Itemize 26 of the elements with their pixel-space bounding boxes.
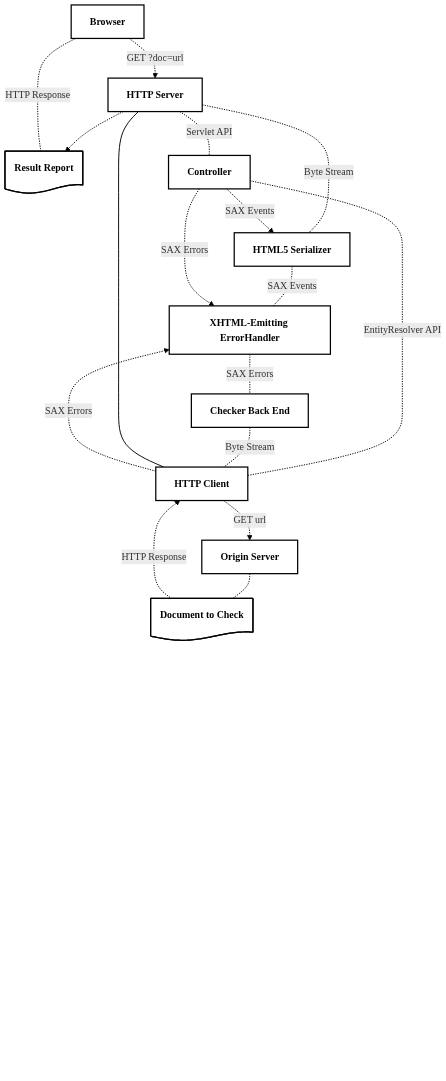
node-box: HTTP Server [107,77,203,113]
edge-label: SAX Events [225,205,275,217]
node-box: Origin Server [201,539,299,575]
edge-label: EntityResolver API [363,324,442,336]
edge-label: SAX Errors [226,368,274,380]
edge-label: HTTP Response [121,551,187,562]
node-box: Checker Back End [190,393,309,428]
connector [247,180,403,476]
connector [249,353,251,395]
node-box: Controller [167,154,251,190]
node-box: HTTP Client [155,466,249,502]
edge-label: SAX Errors [161,243,209,255]
edge-label: HTTP Response [5,89,71,100]
connector [179,111,210,156]
node-box: Browser [70,4,145,40]
edge-label: Byte Stream [304,166,354,178]
connector [272,265,293,307]
edge-label: Byte Stream [225,441,275,453]
connector [118,111,165,468]
node-box: HTML5 Serializer [233,232,351,267]
edge-label: GET ?doc=url [126,52,184,64]
edge-label: SAX Events [267,280,317,292]
edge-label: Servlet API [186,125,233,137]
edge-label: GET url [233,514,267,526]
node-box: XHTML-Emitting ErrorHandler [168,305,331,355]
edge-label: SAX Errors [44,405,93,416]
